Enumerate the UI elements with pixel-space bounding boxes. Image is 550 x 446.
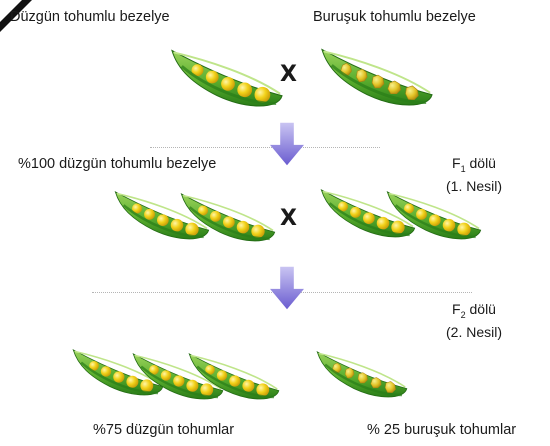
parent-right-label: Buruşuk tohumlu bezelye [313, 9, 476, 25]
divider-1 [150, 147, 380, 149]
f1-label: %100 düzgün tohumlu bezelye [18, 156, 216, 172]
f2-left-label: %75 düzgün tohumlar [93, 422, 234, 438]
f2-gen-letter: F [452, 301, 461, 317]
down-arrow-icon [270, 118, 304, 170]
f1-gen-word: dölü [466, 155, 496, 171]
cross-symbol: X [280, 206, 297, 231]
f1-gen-letter: F [452, 155, 461, 171]
wrinkled-pod-icon [314, 342, 410, 408]
parent-left-label: Düzgün tohumlu bezelye [10, 9, 170, 25]
smooth-pod-icon [168, 40, 286, 118]
wrinkled-pod-icon [318, 38, 436, 118]
f2-gen-note: (2. Nesil) [446, 324, 502, 340]
down-arrow-icon [270, 262, 304, 314]
smooth-pod-icon [178, 184, 278, 252]
f2-generation-label: F2 dölü (2. Nesil) [446, 301, 502, 341]
cross-symbol: X [280, 62, 297, 87]
f2-gen-word: dölü [466, 301, 496, 317]
smooth-pod-icon [384, 182, 484, 250]
f2-right-label: % 25 buruşuk tohumlar [367, 422, 516, 438]
smooth-pod-icon [186, 344, 282, 410]
